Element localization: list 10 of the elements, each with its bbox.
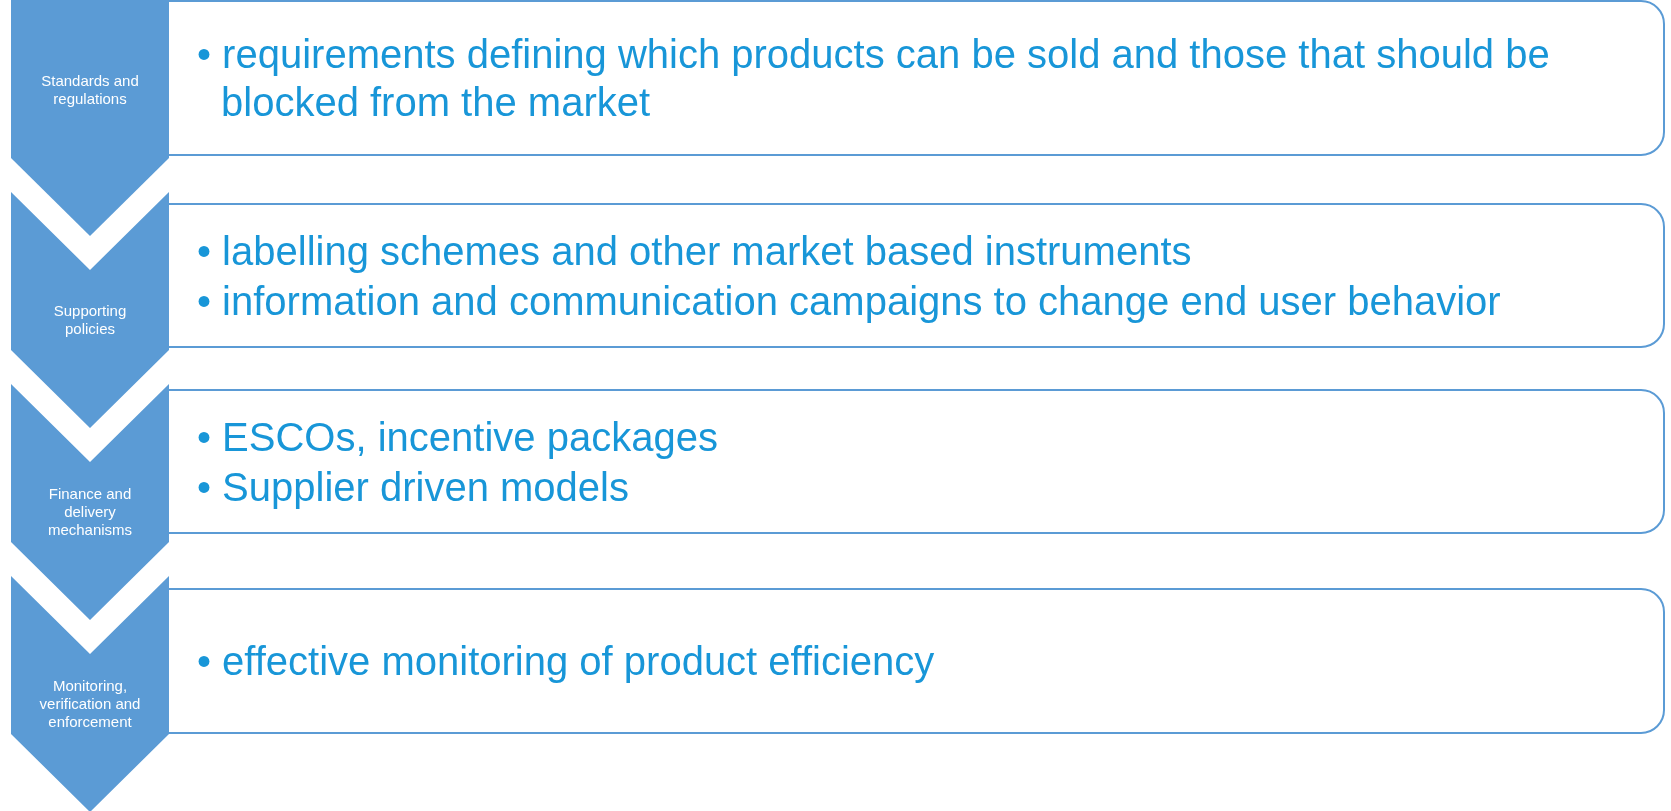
bullet-text: • Supplier driven models xyxy=(197,463,630,511)
bullet-text: • effective monitoring of product efficiency xyxy=(197,638,935,685)
chevron-label: Standards and regulations xyxy=(40,72,140,108)
bullet-text: • ESCOs, incentive packages xyxy=(197,413,718,461)
chevron-label: Monitoring, verification and enforcement xyxy=(38,677,142,731)
bullet-text: • labelling schemes and other market based instruments xyxy=(197,227,1193,275)
bullet-text: • requirements defining which products can be sold and those that should be blocked from the market xyxy=(197,31,1551,126)
chevron-label: Finance and delivery mechanisms xyxy=(46,485,134,539)
bullet-text: • information and communication campaigns to change end user behavior xyxy=(197,277,1501,325)
chevron-label: Supporting policies xyxy=(52,302,128,338)
